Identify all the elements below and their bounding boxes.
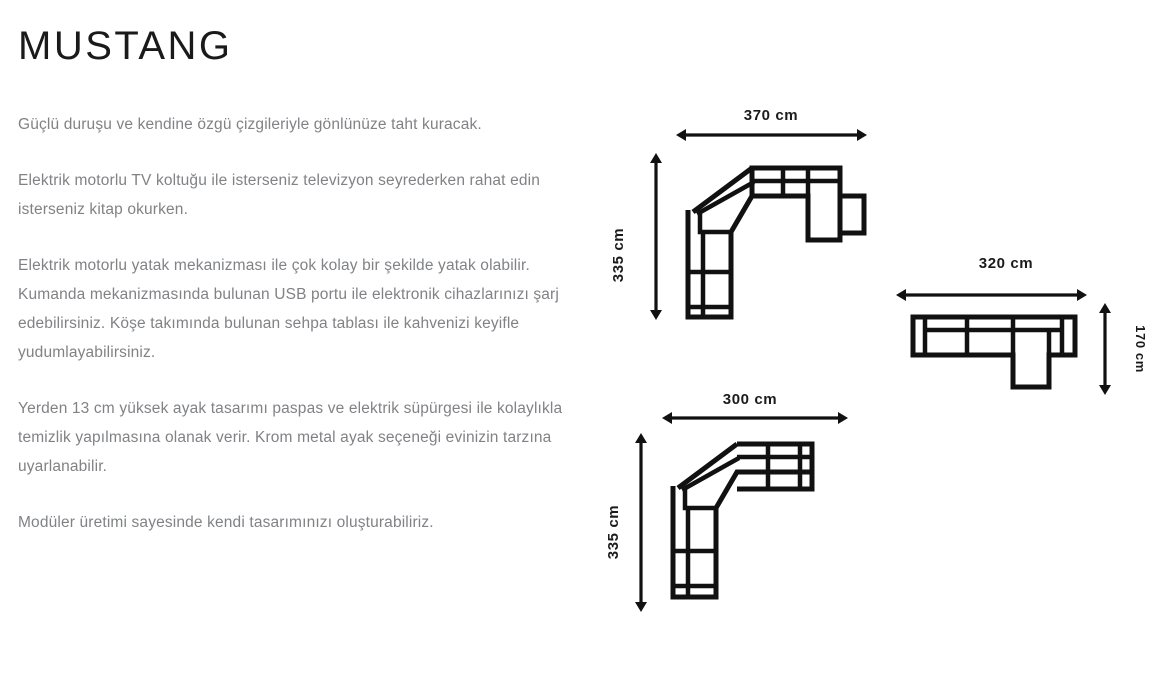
depth-dimension-335-bottom: 335 cm — [605, 433, 647, 612]
sofa-outline-300 — [670, 441, 815, 600]
description-paragraph-5: Modüler üretimi sayesinde kendi tasarımı… — [18, 514, 434, 531]
diagram-corner-sofa-370: 370 cm 335 cm — [610, 107, 867, 320]
diagram-chaise-sofa-320: 320 cm 170 cm — [896, 255, 1148, 395]
diagram-corner-sofa-300: 300 cm 335 cm — [605, 391, 848, 612]
width-label-370: 370 cm — [744, 107, 798, 124]
width-dimension-370: 370 cm — [676, 107, 867, 141]
width-label-320: 320 cm — [979, 255, 1033, 272]
page-title: MUSTANG — [18, 24, 233, 68]
sofa-outline-370 — [685, 165, 867, 320]
sofa-outline-320 — [910, 314, 1078, 390]
depth-label-170: 170 cm — [1133, 325, 1148, 373]
description-paragraph-4: Yerden 13 cm yüksek ayak tasarımı paspas… — [18, 400, 563, 475]
width-dimension-320: 320 cm — [896, 255, 1087, 301]
depth-label-335-top: 335 cm — [610, 228, 627, 282]
depth-dimension-170: 170 cm — [1099, 303, 1148, 395]
description-paragraph-1: Güçlü duruşu ve kendine özgü çizgileriyl… — [18, 116, 482, 133]
depth-dimension-335-top: 335 cm — [610, 153, 662, 320]
description-paragraph-3: Elektrik motorlu yatak mekanizması ile ç… — [18, 257, 559, 361]
description-paragraph-2: Elektrik motorlu TV koltuğu ile istersen… — [18, 172, 540, 218]
depth-label-335-bottom: 335 cm — [605, 505, 622, 559]
product-description-column: MUSTANG Güçlü duruşu ve kendine özgü çiz… — [18, 26, 593, 537]
width-dimension-300: 300 cm — [662, 391, 848, 424]
width-label-300: 300 cm — [723, 391, 777, 408]
